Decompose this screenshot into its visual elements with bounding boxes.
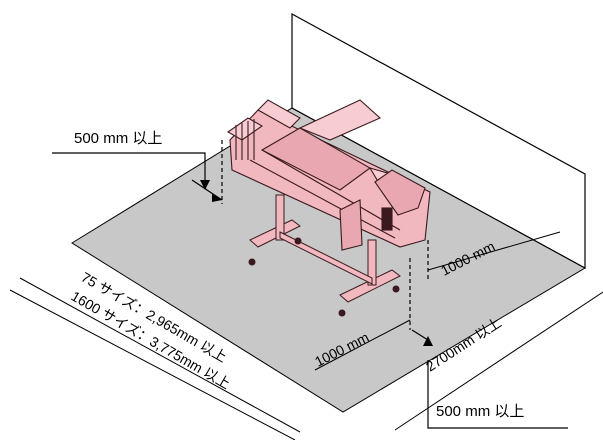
printer-stand [248,194,401,317]
right-clearance-leader [411,329,568,429]
label-500mm-bottom-right: 500 mm 以上 [436,403,524,420]
printer [226,99,431,251]
left-arrow-head [200,180,210,190]
label-500mm-left: 500 mm 以上 [74,130,162,147]
left-clearance-leader [52,152,223,201]
depth-dimension-lines [9,231,603,440]
right-arrow-head [423,336,433,346]
dimension-guides [221,140,429,330]
left-arrow-head-2 [212,194,222,202]
